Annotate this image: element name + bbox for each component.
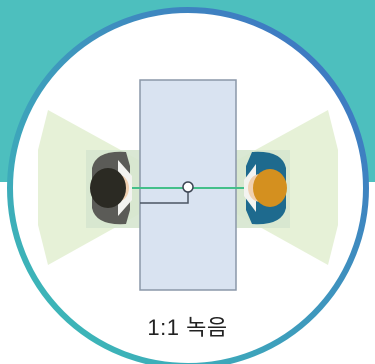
microphone-icon <box>183 182 193 192</box>
caption-label: 1:1 녹음 <box>0 310 375 342</box>
person-topdown-icon <box>244 152 287 224</box>
person-topdown-icon <box>90 152 132 224</box>
